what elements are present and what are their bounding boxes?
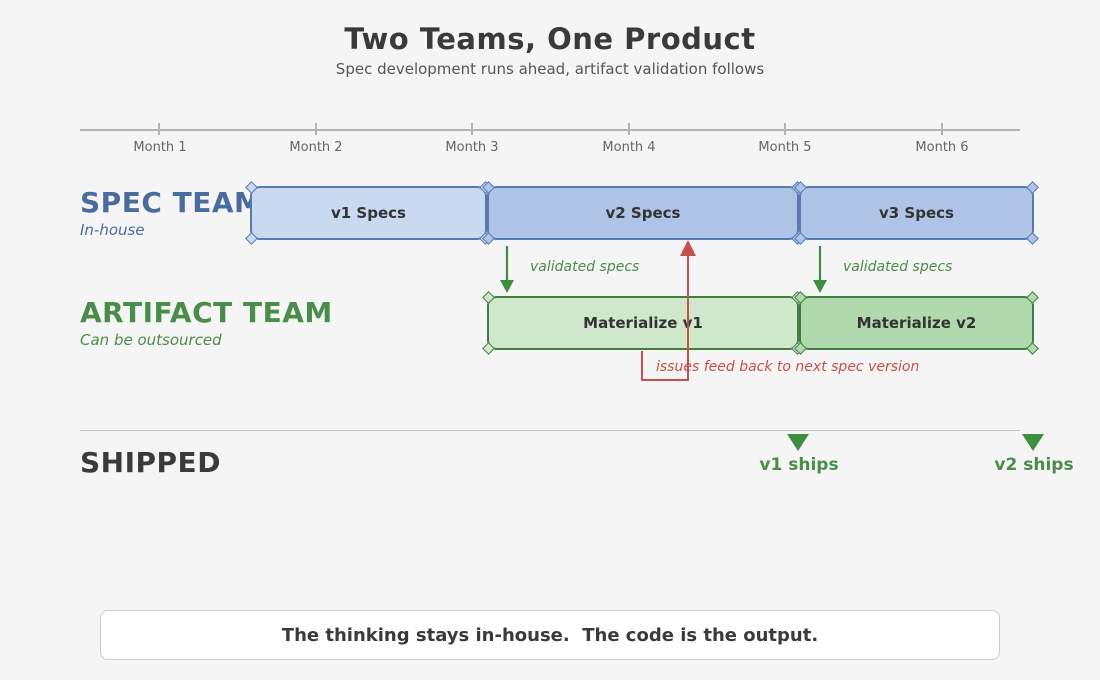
task-box-label: v3 Specs (879, 204, 954, 222)
v2-ships-label: v2 ships (994, 455, 1074, 475)
axis-tick (158, 123, 160, 135)
page-title: Two Teams, One Product (344, 22, 756, 56)
v1-ships-marker-icon (787, 434, 809, 451)
corner-nib (1026, 342, 1039, 355)
corner-nib (245, 232, 258, 245)
axis-label-month-4: Month 4 (602, 140, 656, 155)
shipped-divider (80, 430, 1020, 431)
validated-specs-arrow-left (500, 246, 514, 293)
artifact-team-subheading: Can be outsourced (80, 331, 222, 349)
corner-nib (1026, 181, 1039, 194)
timeline-axis (80, 129, 1020, 131)
axis-label-month-6: Month 6 (915, 140, 969, 155)
artifact-team-heading: ARTIFACT TEAM (80, 296, 333, 329)
page-subtitle: Spec development runs ahead, artifact va… (335, 60, 765, 78)
axis-tick (471, 123, 473, 135)
task-box-v2-specs: v2 Specs (482, 181, 804, 245)
axis-label-month-5: Month 5 (758, 140, 812, 155)
v2-ships-marker-icon (1022, 434, 1044, 451)
task-box-materialize-v2: Materialize v2 (794, 291, 1039, 355)
v1-ships-label: v1 ships (759, 455, 839, 475)
spec-team-heading: SPEC TEAM (80, 186, 263, 219)
validated-specs-arrow-right (813, 246, 827, 293)
feedback-label: issues feed back to next spec version (656, 359, 920, 375)
footer-callout: The thinking stays in-house. The code is… (100, 610, 1000, 660)
corner-nib (482, 291, 495, 304)
footer-message: The thinking stays in-house. The code is… (281, 624, 819, 646)
axis-label-month-1: Month 1 (133, 140, 187, 155)
axis-tick (628, 123, 630, 135)
task-box-materialize-v1: Materialize v1 (482, 291, 804, 355)
task-box-label: v1 Specs (331, 204, 406, 222)
corner-nib (482, 342, 495, 355)
task-box-v3-specs: v3 Specs (794, 181, 1039, 245)
axis-tick (941, 123, 943, 135)
validated-specs-label-right: validated specs (843, 259, 953, 275)
validated-specs-label-left: validated specs (530, 259, 640, 275)
axis-tick (315, 123, 317, 135)
task-box-label: Materialize v1 (583, 314, 703, 332)
axis-tick (784, 123, 786, 135)
axis-label-month-3: Month 3 (445, 140, 499, 155)
spec-team-subheading: In-house (80, 221, 145, 239)
corner-nib (1026, 291, 1039, 304)
task-box-label: Materialize v2 (856, 314, 977, 332)
corner-nib (1026, 232, 1039, 245)
shipped-heading: SHIPPED (80, 446, 221, 479)
task-box-label: v2 Specs (605, 204, 681, 222)
axis-label-month-2: Month 2 (289, 140, 343, 155)
task-box-v1-specs: v1 Specs (245, 181, 492, 245)
